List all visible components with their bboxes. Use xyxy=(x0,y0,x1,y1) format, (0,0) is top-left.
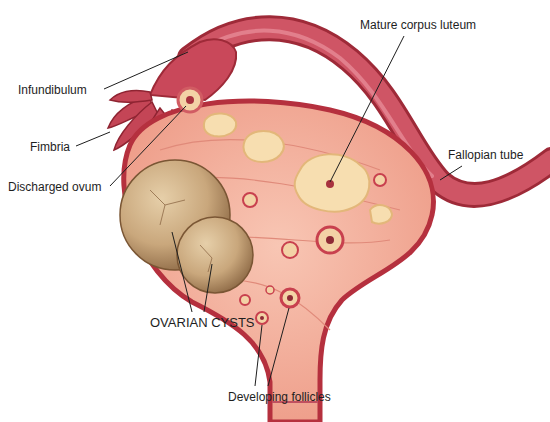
corpus-luteum xyxy=(204,113,392,223)
leader-lines xyxy=(76,36,462,386)
part-label: Discharged ovum xyxy=(8,180,101,194)
part-label: Fallopian tube xyxy=(448,148,523,162)
cyst-veins xyxy=(150,190,212,272)
part-label: Developing follicles xyxy=(228,390,331,404)
part-label: Fimbria xyxy=(30,140,70,154)
part-label: OVARIAN CYSTS xyxy=(150,316,255,330)
part-label: Mature corpus luteum xyxy=(360,18,476,32)
discharged-ovum xyxy=(178,88,202,112)
ovum-nucleus xyxy=(186,96,194,104)
ovarian-cyst xyxy=(177,217,253,293)
follicles xyxy=(240,174,386,324)
part-label: Infundibulum xyxy=(18,83,87,97)
